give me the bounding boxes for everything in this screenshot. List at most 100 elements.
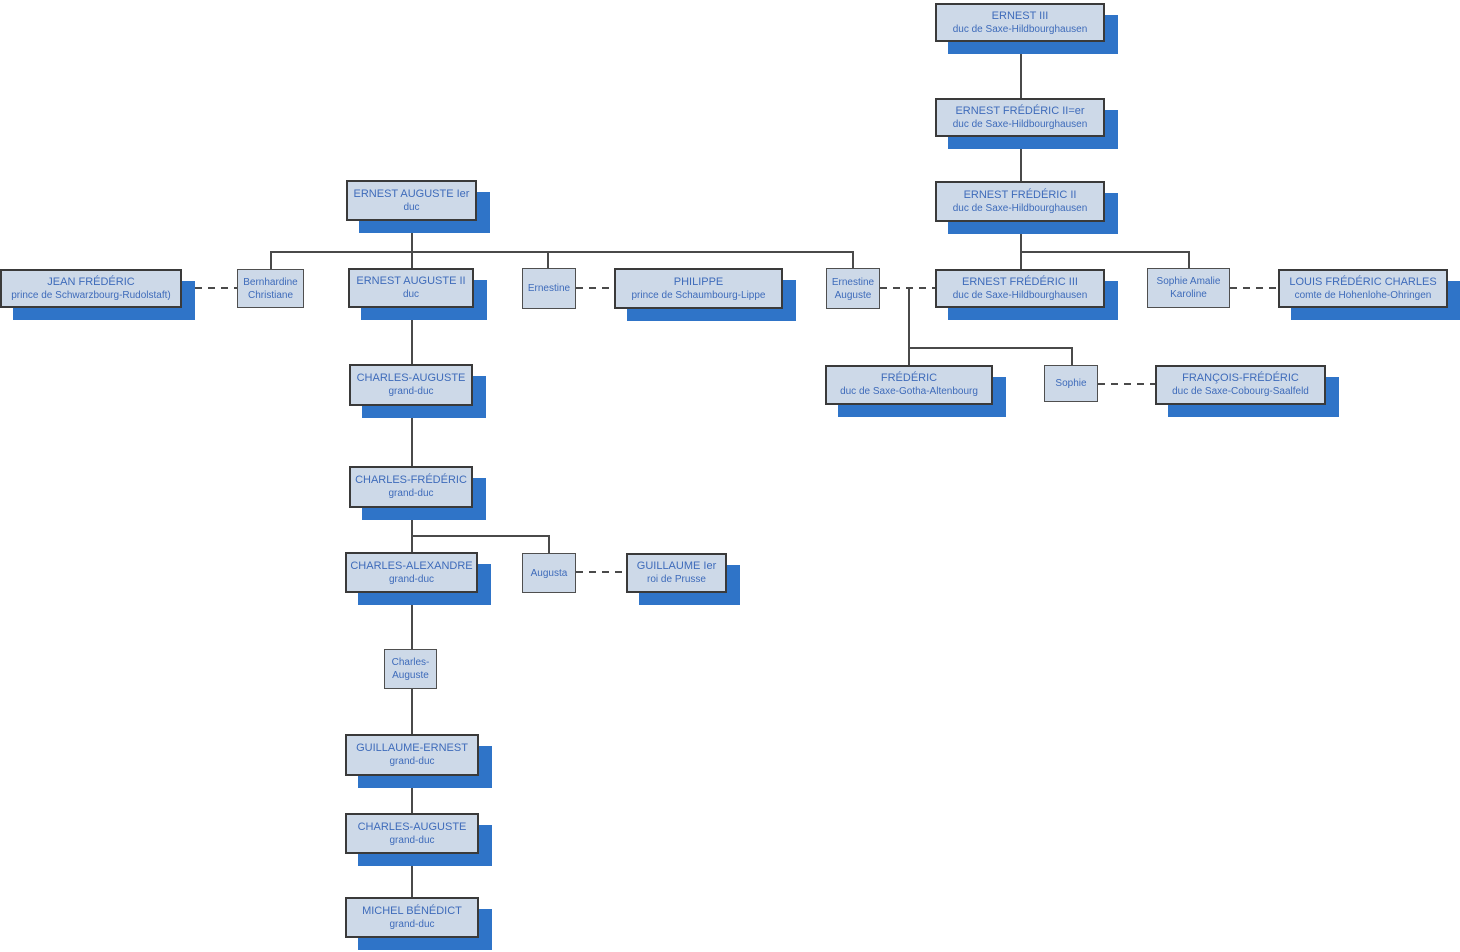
node-sophie[interactable]: Sophie <box>1044 365 1098 402</box>
node-charles-auguste-2[interactable]: CHARLES-AUGUSTE grand-duc <box>345 813 479 854</box>
descent-connector-line <box>1020 251 1189 253</box>
descent-connector-line <box>1020 42 1022 98</box>
node-charles-frederic[interactable]: CHARLES-FRÉDÉRIC grand-duc <box>349 466 473 508</box>
marriage-connector-line <box>1230 287 1278 289</box>
person-name: CHARLES-FRÉDÉRIC <box>355 474 467 486</box>
person-title: duc <box>403 201 420 213</box>
person-name: GUILLAUME Ier <box>636 560 717 572</box>
person-name: PHILIPPE <box>673 275 724 288</box>
descent-connector-line <box>1020 251 1022 269</box>
descent-connector-line <box>908 347 1071 349</box>
descent-connector-line <box>411 776 413 813</box>
marriage-connector-line <box>576 287 614 289</box>
descent-connector-line <box>1020 137 1022 181</box>
person-name: Ernestine <box>831 276 875 288</box>
person-title: grand-duc <box>389 918 435 930</box>
marriage-connector-line <box>182 287 237 289</box>
node-guillaume-ernest[interactable]: GUILLAUME-ERNEST grand-duc <box>345 734 479 776</box>
person-name: Augusta <box>530 567 568 579</box>
person-name: JEAN FRÉDÉRIC <box>47 275 135 288</box>
descent-connector-line <box>1071 347 1073 365</box>
node-guillaume-ier[interactable]: GUILLAUME Ier roi de Prusse <box>626 553 727 593</box>
person-name: Bernhardine <box>243 276 298 288</box>
person-name: Sophie Amalie <box>1156 276 1221 287</box>
person-name: CHARLES-AUGUSTE <box>356 372 466 384</box>
marriage-connector-line <box>1098 383 1155 385</box>
node-jean-frederic[interactable]: JEAN FRÉDÉRIC prince de Schwarzbourg-Rud… <box>0 269 182 308</box>
descent-connector-line <box>852 251 854 268</box>
node-ernestine-auguste[interactable]: Ernestine Auguste <box>826 268 880 309</box>
person-title: Auguste <box>834 289 872 301</box>
descent-connector-line <box>411 535 548 537</box>
node-ernest-frederic-iii[interactable]: ERNEST FRÉDÉRIC III duc de Saxe-Hildbour… <box>935 269 1105 308</box>
person-name: CHARLES-ALEXANDRE <box>350 559 473 572</box>
marriage-connector-line <box>880 287 935 289</box>
person-title: Auguste <box>392 670 429 681</box>
descent-connector-line <box>548 535 550 553</box>
person-name: MICHEL BÉNÉDICT <box>362 904 462 917</box>
marriage-connector-line <box>576 571 626 573</box>
person-title: duc de Saxe-Hildbourghausen <box>952 202 1088 214</box>
node-michel-benedict[interactable]: MICHEL BÉNÉDICT grand-duc <box>345 897 479 938</box>
node-charles-auguste-grand-duc[interactable]: CHARLES-AUGUSTE grand-duc <box>349 364 473 406</box>
node-ernestine[interactable]: Ernestine <box>522 268 576 309</box>
node-charles-alexandre[interactable]: CHARLES-ALEXANDRE grand-duc <box>345 552 478 593</box>
node-charles-auguste-fils[interactable]: Charles- Auguste <box>384 649 437 689</box>
node-ernest-auguste-ii[interactable]: ERNEST AUGUSTE II duc <box>348 268 474 308</box>
descent-connector-line <box>411 854 413 897</box>
person-title: duc de Saxe-Hildbourghausen <box>952 289 1088 301</box>
person-name: Sophie <box>1055 378 1087 389</box>
node-ernest-frederic-ii[interactable]: ERNEST FRÉDÉRIC II duc de Saxe-Hildbourg… <box>935 181 1105 222</box>
person-title: Karoline <box>1170 289 1207 300</box>
person-name: Charles- <box>391 657 430 668</box>
descent-connector-line <box>411 221 413 251</box>
descent-connector-line <box>411 689 413 734</box>
person-title: grand-duc <box>388 488 434 499</box>
descent-connector-line <box>1188 251 1190 268</box>
person-title: grand-duc <box>388 386 434 397</box>
person-title: duc de Saxe-Gotha-Altenbourg <box>840 386 978 397</box>
person-title: duc de Saxe-Hildbourghausen <box>952 118 1088 130</box>
node-ernest-auguste-ier[interactable]: ERNEST AUGUSTE Ier duc <box>346 180 477 221</box>
node-philippe[interactable]: PHILIPPE prince de Schaumbourg-Lippe <box>614 268 783 309</box>
descent-connector-line <box>270 251 272 269</box>
node-ernest-frederic-ii-er[interactable]: ERNEST FRÉDÉRIC II=er duc de Saxe-Hildbo… <box>935 98 1105 137</box>
node-bernhardine-christiane[interactable]: Bernhardine Christiane <box>237 269 304 308</box>
descent-connector-line <box>411 406 413 466</box>
node-francois-frederic[interactable]: FRANÇOIS-FRÉDÉRIC duc de Saxe-Cobourg-Sa… <box>1155 365 1326 405</box>
person-title: grand-duc <box>389 756 435 767</box>
person-title: Christiane <box>247 289 294 301</box>
person-title: roi de Prusse <box>647 574 706 585</box>
node-frederic[interactable]: FRÉDÉRIC duc de Saxe-Gotha-Altenbourg <box>825 365 993 405</box>
node-sophie-amalie-karoline[interactable]: Sophie Amalie Karoline <box>1147 268 1230 308</box>
person-name: ERNEST AUGUSTE II <box>356 275 466 287</box>
node-louis-frederic-charles[interactable]: LOUIS FRÉDÉRIC CHARLES comte de Hohenloh… <box>1278 269 1448 308</box>
node-ernest-iii[interactable]: ERNEST III duc de Saxe-Hildbourghausen <box>935 3 1105 42</box>
descent-connector-line <box>411 593 413 649</box>
person-name: ERNEST III <box>991 9 1049 22</box>
person-name: FRANÇOIS-FRÉDÉRIC <box>1182 372 1299 384</box>
descent-connector-line <box>411 308 413 364</box>
person-name: ERNEST FRÉDÉRIC II <box>963 188 1077 201</box>
person-title: duc <box>402 289 420 300</box>
person-name: ERNEST FRÉDÉRIC III <box>962 275 1078 288</box>
person-title: duc de Saxe-Hildbourghausen <box>952 23 1088 35</box>
person-title: prince de Schwarzbourg-Rudolstaft) <box>11 289 171 301</box>
person-title: duc de Saxe-Cobourg-Saalfeld <box>1172 386 1309 397</box>
descent-connector-line <box>908 288 910 365</box>
person-name: CHARLES-AUGUSTE <box>357 820 467 833</box>
descent-connector-line <box>547 251 549 268</box>
person-title: grand-duc <box>388 573 435 585</box>
person-name: ERNEST FRÉDÉRIC II=er <box>955 104 1085 117</box>
descent-connector-line <box>411 508 413 552</box>
person-title: prince de Schaumbourg-Lippe <box>631 289 766 301</box>
person-title: grand-duc <box>389 834 435 846</box>
person-name: LOUIS FRÉDÉRIC CHARLES <box>1289 275 1437 288</box>
person-name: FRÉDÉRIC <box>880 372 938 384</box>
descent-connector-line <box>1020 222 1022 251</box>
node-augusta[interactable]: Augusta <box>522 553 576 593</box>
person-name: Ernestine <box>527 283 571 294</box>
person-title: comte de Hohenlohe-Ohringen <box>1294 289 1432 301</box>
descent-connector-line <box>411 251 413 268</box>
